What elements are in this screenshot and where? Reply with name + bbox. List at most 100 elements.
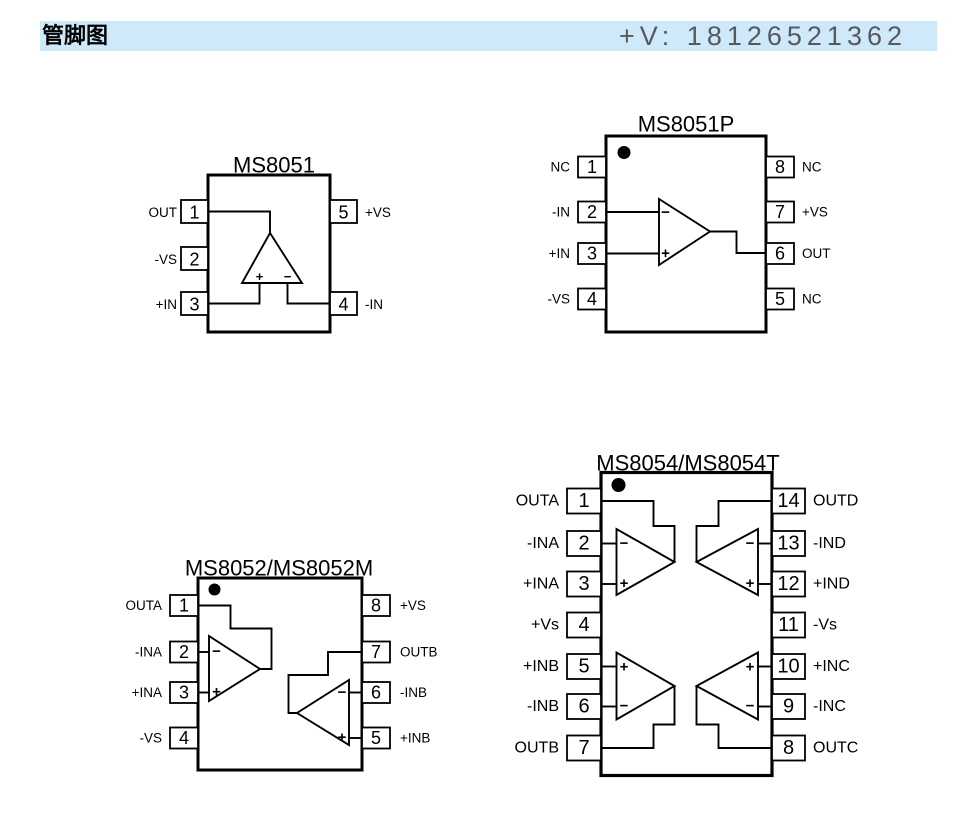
opamp-b-triangle — [615, 650, 677, 722]
outc-wire — [695, 686, 772, 749]
pin-number: 6 — [775, 244, 785, 264]
pin-label: +INB — [523, 658, 559, 675]
minus-sign: − — [746, 535, 755, 552]
opamp-d-triangle — [694, 527, 759, 597]
pin-label: NC — [802, 160, 822, 175]
minus-in-wire — [286, 283, 330, 305]
page-title: 管脚图 — [42, 23, 109, 48]
chip-body — [196, 576, 364, 772]
pin-number: 5 — [371, 728, 381, 748]
header-band: 管脚图 +V: 18126521362 — [40, 21, 937, 51]
pin-box — [180, 291, 209, 316]
minus-sign: − — [661, 204, 670, 221]
pin-number: 14 — [777, 490, 799, 512]
pin-number: 1 — [179, 596, 189, 616]
plus-sign: + — [620, 659, 629, 676]
pin-label: OUT — [802, 246, 831, 261]
chip-ms8052-diagram: MS8052/MS8052M − + − + 1 OUTA 2 -INA — [126, 556, 438, 772]
pin-box — [361, 726, 391, 750]
pin-box — [765, 200, 795, 224]
plus-sign: + — [620, 575, 629, 592]
pin-number: 2 — [587, 202, 597, 222]
pin-number: 7 — [371, 642, 381, 662]
pin-label: +IN — [156, 297, 177, 312]
plus-in-wire — [208, 283, 261, 305]
pin-box — [771, 611, 806, 639]
pin-label: -INA — [527, 535, 559, 552]
pin-label: -IND — [813, 535, 846, 552]
pin-box — [180, 199, 209, 224]
pin-box — [566, 487, 602, 515]
pin-box — [771, 693, 806, 720]
pin-label: OUTC — [813, 740, 858, 757]
pin-label: NC — [551, 160, 571, 175]
pin-label: +INA — [523, 576, 559, 593]
pin-label: OUT — [149, 205, 178, 220]
pin-label: OUTB — [400, 645, 438, 660]
pin-box — [765, 242, 795, 265]
outa-wire — [198, 604, 273, 670]
pin-label: -Vs — [813, 617, 837, 634]
pin-label: +IN — [549, 246, 570, 261]
pin-label: +INC — [813, 658, 850, 675]
pin-label: -IN — [365, 297, 383, 312]
minus-sign: − — [746, 698, 755, 715]
pin-label: OUTA — [516, 493, 560, 510]
pin-box — [771, 487, 806, 515]
pin-box — [577, 242, 607, 265]
pin-number: 1 — [587, 157, 597, 177]
pin-box — [577, 155, 607, 179]
chip-title: MS8051 — [233, 153, 315, 178]
pin-box — [169, 681, 199, 704]
pin-box — [771, 570, 806, 598]
pin-box — [329, 291, 358, 316]
pin-box — [361, 681, 391, 704]
pin-box — [566, 611, 602, 639]
plus-sign: + — [212, 684, 221, 701]
pin-number: 7 — [578, 737, 589, 759]
pin-label: -VS — [547, 292, 570, 307]
opamp-b-triangle — [295, 678, 350, 747]
chip-ms8051-diagram: MS8051 + − 1 OUT 2 -VS 3 +IN 5 +VS 4 — [149, 153, 391, 334]
pin-box — [765, 287, 795, 311]
pin-box — [361, 640, 391, 664]
pin-number: 2 — [578, 533, 589, 555]
pin-number: 10 — [777, 656, 799, 678]
pin-label: +IND — [813, 576, 850, 593]
pin-number: 1 — [189, 203, 199, 223]
pin-label: +VS — [802, 205, 828, 220]
opamp-triangle — [658, 197, 712, 267]
pin-number: 5 — [578, 656, 589, 678]
pin-box — [180, 246, 209, 271]
pin-number: 7 — [775, 202, 785, 222]
pin-number: 3 — [578, 573, 589, 595]
pin-label: -IN — [552, 205, 570, 220]
pin-number: 4 — [587, 289, 597, 309]
pin-label: +INB — [400, 731, 430, 746]
pin-box — [361, 594, 391, 617]
pin-label: OUTB — [515, 740, 559, 757]
pin-number: 2 — [189, 250, 199, 270]
opamp-c-triangle — [694, 650, 759, 722]
out-wire — [710, 230, 766, 254]
pin-number: 4 — [179, 728, 189, 748]
pin-label: -INB — [527, 698, 559, 715]
pin-number: 3 — [189, 295, 199, 315]
pin-label: -INB — [400, 685, 427, 700]
pin-box — [771, 734, 806, 762]
minus-sign: − — [338, 684, 347, 701]
pin-box — [765, 155, 795, 179]
chip-title: MS8052/MS8052M — [185, 556, 373, 581]
pin1-indicator-dot — [208, 583, 221, 596]
outa-wire — [601, 500, 676, 562]
pin-number: 8 — [775, 157, 785, 177]
plus-sign: + — [256, 269, 264, 284]
pin-number: 5 — [338, 203, 348, 223]
pin-number: 4 — [578, 614, 589, 636]
pin-label: -VS — [139, 731, 162, 746]
pin-box — [169, 640, 199, 664]
pin1-indicator-dot — [611, 478, 626, 492]
plus-sign: + — [338, 729, 347, 746]
pin-box — [169, 726, 199, 750]
